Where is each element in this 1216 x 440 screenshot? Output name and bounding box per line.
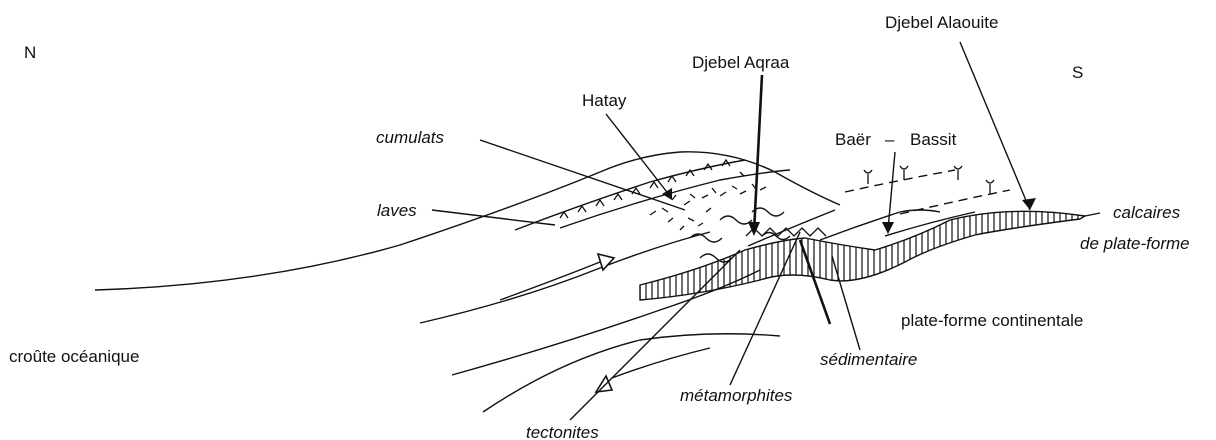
plate-forme-continentale-label: plate-forme continentale xyxy=(901,311,1083,330)
djebel-alaouite-label: Djebel Alaouite xyxy=(885,13,998,32)
leader-calcaires xyxy=(1085,213,1100,216)
cumulate-ornament xyxy=(650,172,766,230)
croute-oceanique-label: croûte océanique xyxy=(9,347,139,366)
north-label: N xyxy=(24,43,36,62)
lava-base-line xyxy=(515,160,745,230)
upward-movement-arrow xyxy=(500,262,600,300)
arrowhead-djebel-alaouite xyxy=(1022,198,1036,210)
djebel-aqraa-label: Djebel Aqraa xyxy=(692,53,790,72)
leader-djebel-alaouite xyxy=(960,42,1030,210)
downward-arrowhead xyxy=(596,376,612,392)
lower-slab-line xyxy=(452,270,760,375)
baer-bassit-thrust-upper xyxy=(845,170,955,192)
bassit-label: Bassit xyxy=(910,130,957,149)
metamorphites-label: métamorphites xyxy=(680,386,793,405)
calcaires-label-line1: calcaires xyxy=(1113,203,1181,222)
calcaires-label-line2: de plate-forme xyxy=(1080,234,1190,253)
tectonite-band xyxy=(746,228,826,236)
baer-label: Baër xyxy=(835,130,871,149)
cumulats-label: cumulats xyxy=(376,128,445,147)
laves-label: laves xyxy=(377,201,417,220)
serpentine-ornament xyxy=(690,208,790,262)
leader-metamorphites xyxy=(730,232,800,385)
leader-baer-bassit xyxy=(888,152,895,230)
oceanic-crust-line xyxy=(95,152,840,290)
arrowhead-djebel-aqraa xyxy=(748,222,760,236)
sedimentary-inner-line xyxy=(885,212,975,236)
south-label: S xyxy=(1072,63,1083,82)
lava-ornament xyxy=(560,160,730,218)
fossil-symbols xyxy=(864,166,994,194)
hatay-label: Hatay xyxy=(582,91,627,110)
tectonites-label: tectonites xyxy=(526,423,599,440)
continental-platform-hatching xyxy=(640,200,1084,305)
baer-bassit-dash: – xyxy=(885,130,895,149)
sedimentaire-label: sédimentaire xyxy=(820,350,917,369)
baer-bassit-thrust-lower xyxy=(900,190,1010,214)
arrowhead-baer-bassit xyxy=(882,222,894,234)
arrowhead-hatay xyxy=(662,188,672,200)
